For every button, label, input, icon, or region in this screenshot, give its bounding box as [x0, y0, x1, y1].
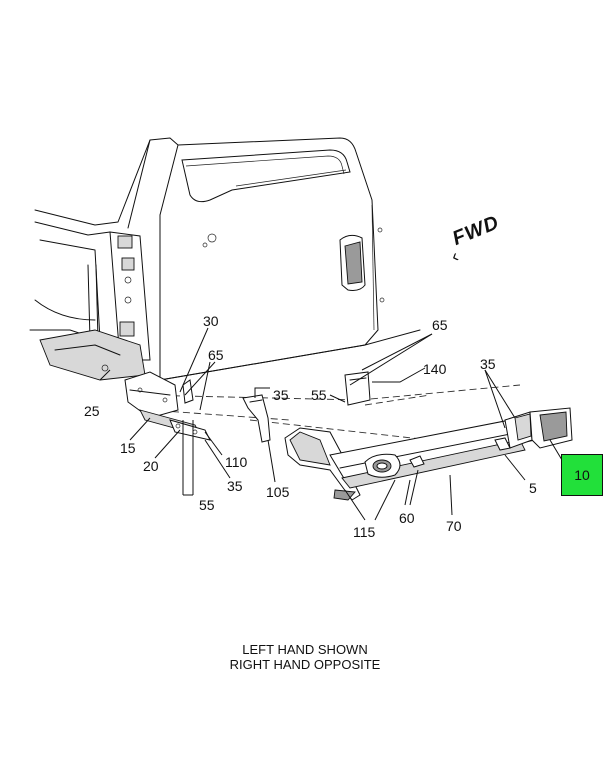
- callout-55-upper: 55: [311, 387, 327, 403]
- leader-lines: [99, 327, 563, 521]
- callout-5: 5: [529, 480, 537, 496]
- callout-15: 15: [120, 440, 136, 456]
- callout-20: 20: [143, 458, 159, 474]
- callout-60: 60: [399, 510, 415, 526]
- bracket-assembly-left: [124, 371, 211, 441]
- callout-25: 25: [84, 403, 100, 419]
- callout-65-left: 65: [208, 347, 224, 363]
- callout-65-right: 65: [432, 317, 448, 333]
- bracket-140: [344, 371, 371, 406]
- callout-115: 115: [353, 524, 376, 540]
- note-left-hand-shown: LEFT HAND SHOWN: [242, 642, 368, 657]
- callout-110: 110: [225, 454, 248, 470]
- callout-35-lower: 35: [227, 478, 243, 494]
- callout-35-right: 35: [480, 356, 496, 372]
- callout-35-middle: 35: [273, 387, 289, 403]
- callout-55-lower: 55: [199, 497, 215, 513]
- door-outline: [159, 137, 421, 381]
- callout-10-highlighted[interactable]: 10: [561, 454, 603, 496]
- callout-30: 30: [203, 313, 219, 329]
- note-right-hand-opposite: RIGHT HAND OPPOSITE: [229, 657, 381, 672]
- callout-70: 70: [446, 518, 462, 534]
- callout-140: 140: [423, 361, 447, 377]
- step-assembly: [284, 407, 573, 501]
- callout-105: 105: [266, 484, 290, 500]
- cab-body-outline: [29, 137, 179, 381]
- bracket-105: [242, 394, 271, 443]
